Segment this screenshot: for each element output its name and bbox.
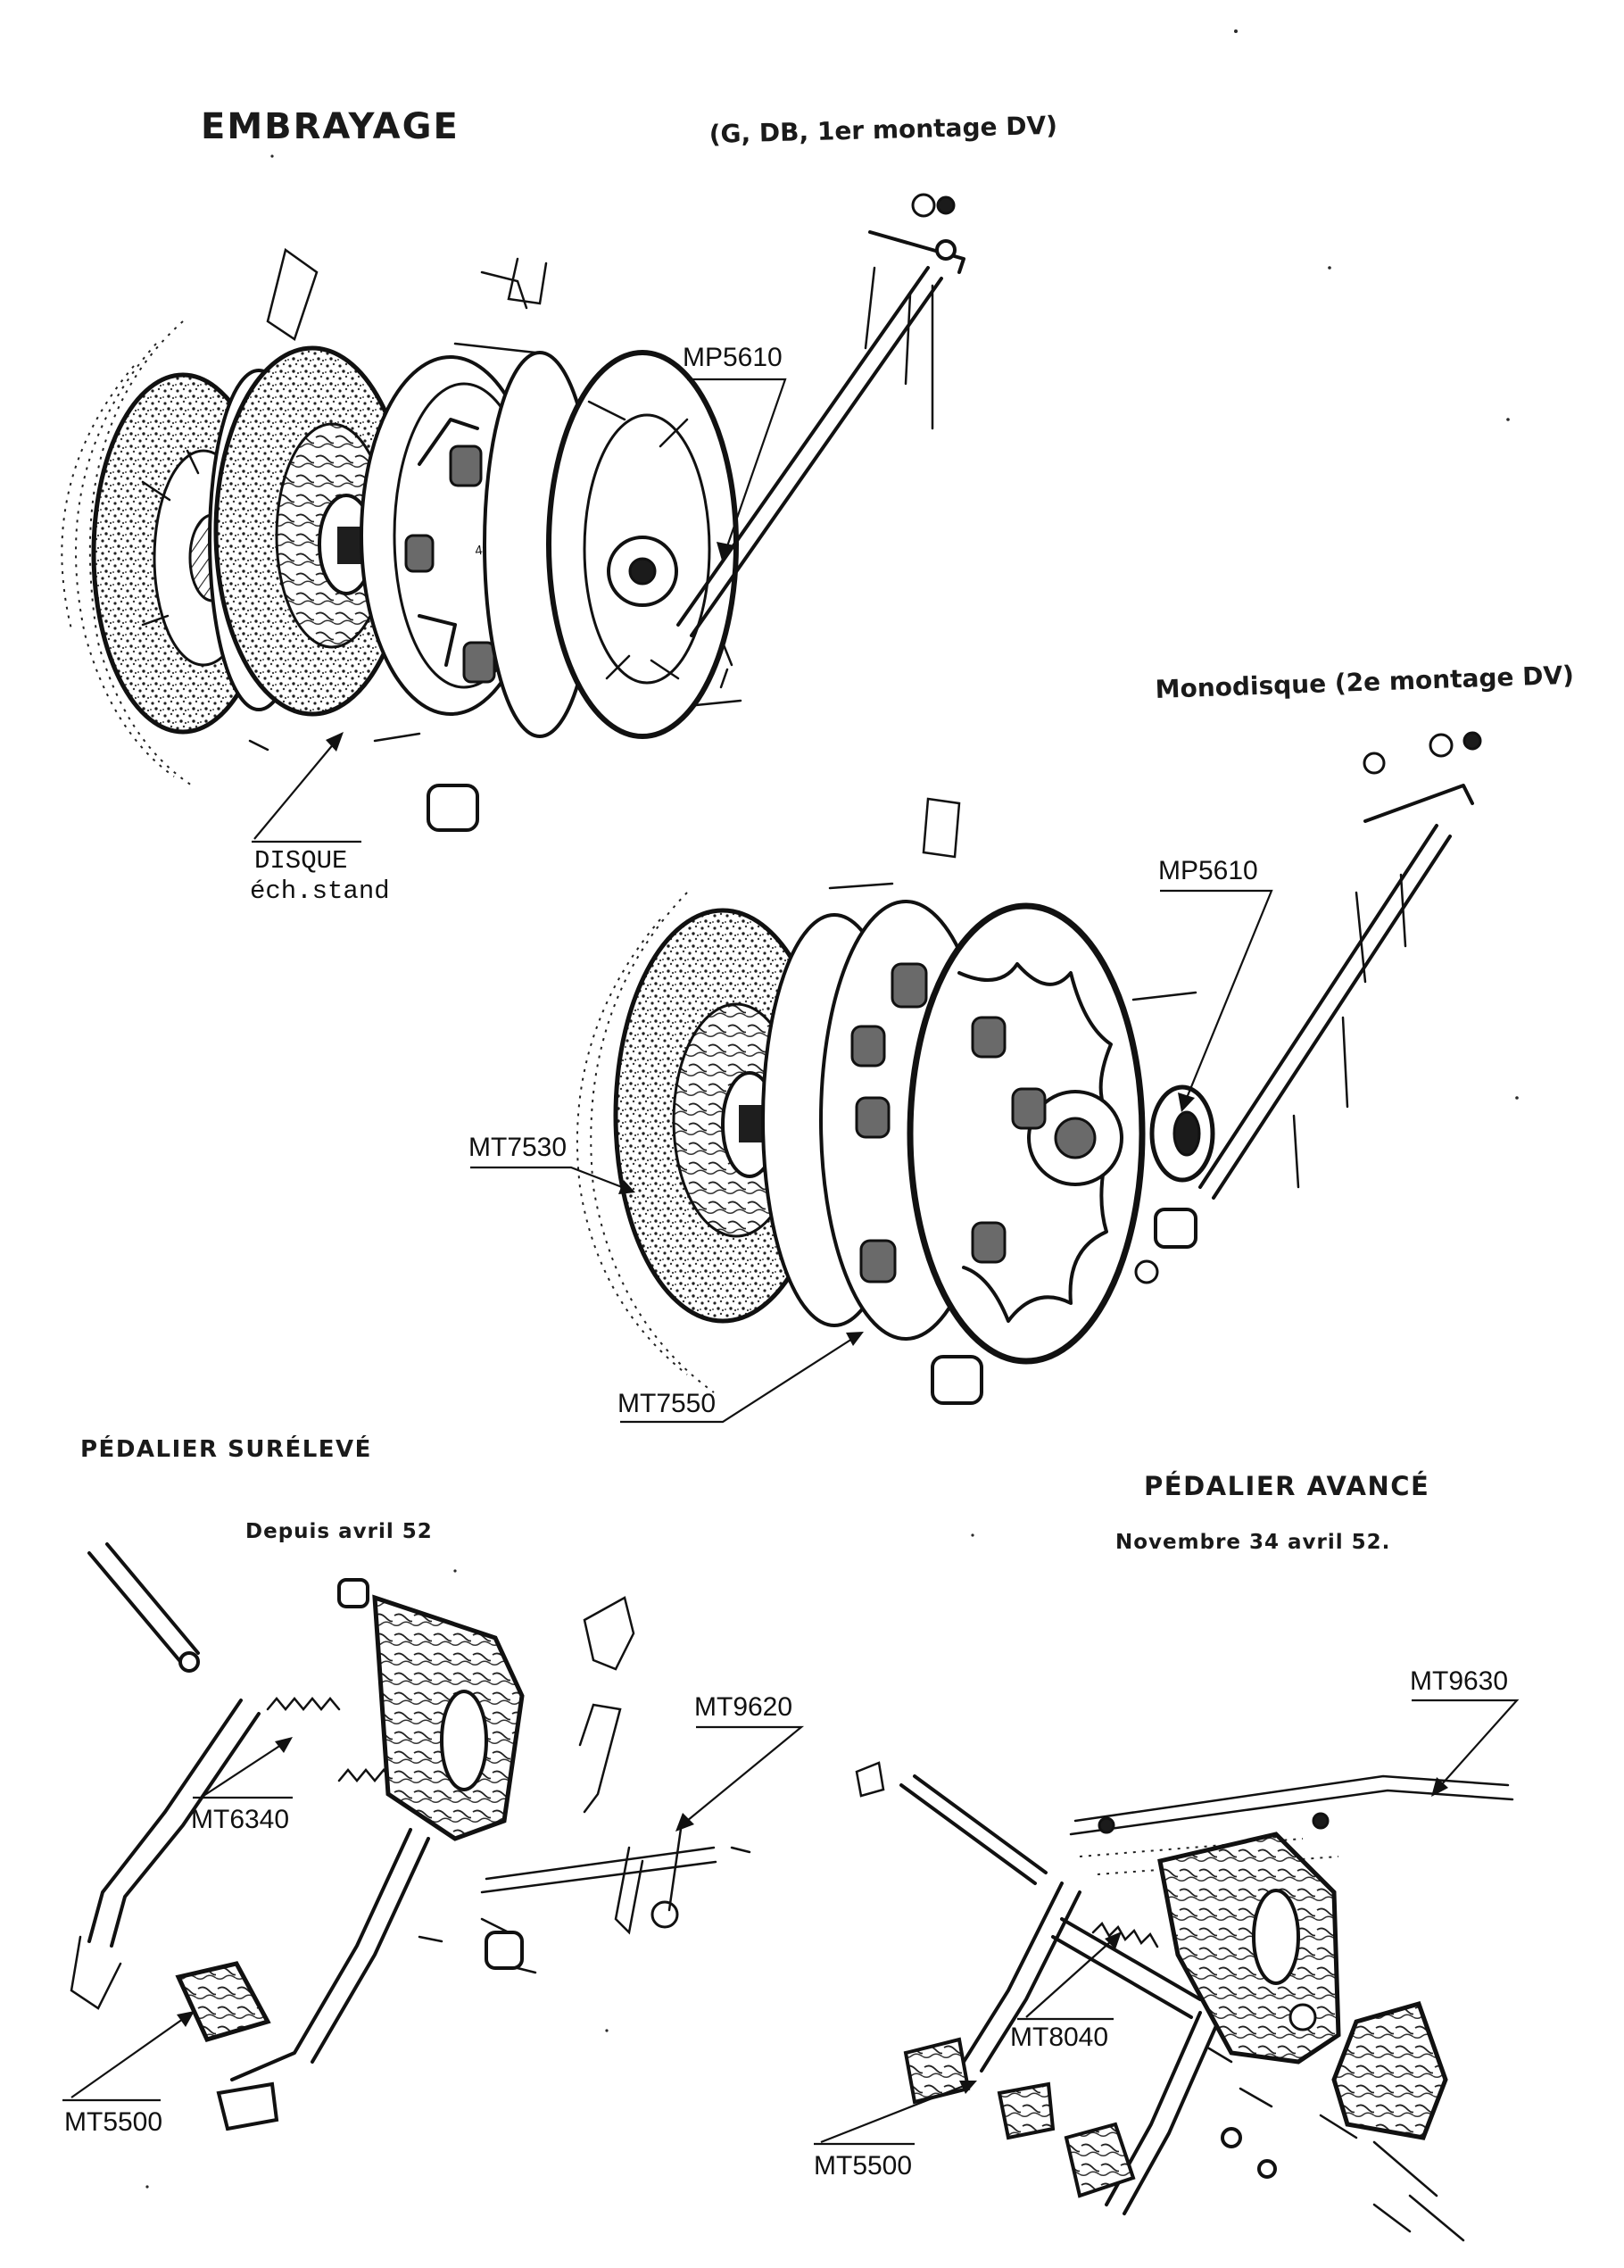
heading-pedalier-sureleve-date: Depuis avril 52 xyxy=(245,1520,433,1543)
brake-pedal-arm-left xyxy=(230,1828,430,2081)
callout-label-mt7530: MT7530 xyxy=(468,1133,567,1162)
callout-label-mt9630: MT9630 xyxy=(1410,1666,1508,1696)
callout-mt6340: MT6340 xyxy=(191,1737,293,1834)
callout-mt7530: MT7530 xyxy=(468,1133,635,1194)
callout-label-mp5610-top: MP5610 xyxy=(683,343,783,372)
callout-mt5500-right: MT5500 xyxy=(814,2081,977,2181)
callout-label-mt6340: MT6340 xyxy=(191,1805,289,1834)
clutch-pedal-arm-right xyxy=(962,1882,1081,2073)
heading-pedalier-avance-date: Novembre 34 avril 52. xyxy=(1115,1531,1390,1554)
scan-specks xyxy=(145,29,1519,2189)
single-disc-clutch-assembly: 4314-6 xyxy=(576,731,1482,1405)
callout-mt8040: MT8040 xyxy=(1010,1932,1122,2052)
pedal-pad-left xyxy=(175,1961,279,2131)
small-hardware-middle xyxy=(828,797,1197,1405)
pedal-bracket-left xyxy=(337,1578,525,1841)
clutch-pedal-arm-left xyxy=(87,1699,261,1948)
support-bracket-right xyxy=(1331,2000,1448,2140)
raised-pedal-assembly xyxy=(70,1542,751,2131)
pedal-bracket-right xyxy=(1157,1832,1341,2064)
callout-mp5610-middle: MP5610 xyxy=(1158,856,1273,1112)
callout-label-ech-stand: éch.stand xyxy=(250,876,390,906)
callout-label-mt8040: MT8040 xyxy=(1010,2023,1108,2052)
twin-disc-clutch-assembly: 493056 xyxy=(61,193,965,832)
clutch-cable-right xyxy=(1069,1774,1514,1836)
pedal-shaft-right xyxy=(899,1774,1048,1885)
callout-label-mt9620: MT9620 xyxy=(694,1692,792,1722)
brake-pedal-arm-right xyxy=(1105,2011,1220,2215)
rotation-arcs-middle xyxy=(576,892,715,1393)
callout-label-disque: DISQUE xyxy=(254,846,347,876)
heading-pedalier-avance: PÉDALIER AVANCÉ xyxy=(1144,1471,1429,1501)
callout-disque: DISQUE éch.stand xyxy=(250,732,390,906)
callout-mt7550: MT7550 xyxy=(617,1332,864,1424)
linkage-rod-left xyxy=(480,1846,717,1894)
headings: EMBRAYAGE (G, DB, 1er montage DV) Monodi… xyxy=(80,106,1574,1554)
heading-embrayage: EMBRAYAGE xyxy=(201,106,460,147)
callout-mt5500-left: MT5500 xyxy=(62,2011,195,2137)
forward-pedal-assembly xyxy=(855,1761,1514,2242)
heading-pedalier-sureleve: PÉDALIER SURÉLEVÉ xyxy=(80,1434,372,1463)
release-fork-shaft-middle xyxy=(1149,731,1482,1200)
heading-embrayage-subtitle: (G, DB, 1er montage DV) xyxy=(708,111,1057,149)
callout-mt9630: MT9630 xyxy=(1410,1666,1520,1797)
callout-label-mt5500-left: MT5500 xyxy=(64,2107,162,2137)
callout-label-mt5500-right: MT5500 xyxy=(814,2151,912,2181)
clutch-cover-middle xyxy=(907,902,1146,1365)
return-spring-right xyxy=(1091,1921,1159,1948)
callout-mt9620: MT9620 xyxy=(675,1692,805,1832)
heading-monodisque: Monodisque (2e montage DV) xyxy=(1155,660,1574,704)
clutch-cover-top xyxy=(483,350,739,739)
return-spring-left xyxy=(266,1697,341,1711)
pedal-shaft-left xyxy=(87,1542,200,1666)
rotation-arcs-top xyxy=(61,320,193,786)
release-fork-shaft-top xyxy=(676,193,965,637)
small-hardware-top xyxy=(248,247,742,832)
callout-mp5610-top: MP5610 xyxy=(683,343,787,561)
callout-label-mp5610-middle: MP5610 xyxy=(1158,856,1258,885)
callout-label-mt7550: MT7550 xyxy=(617,1389,716,1418)
